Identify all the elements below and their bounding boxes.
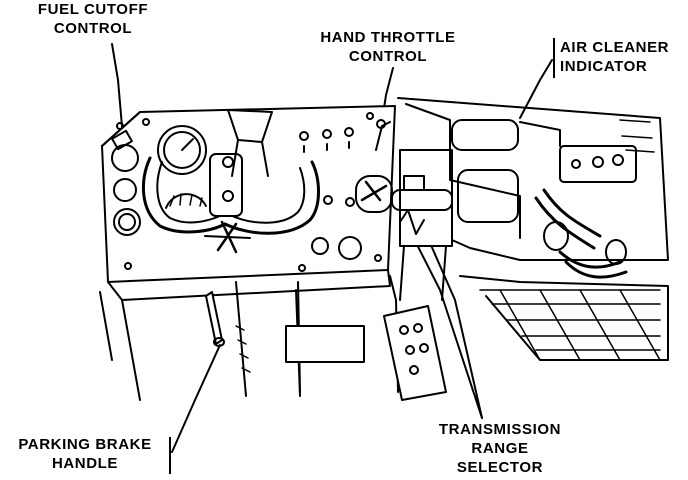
parking-brake-handle-label: PARKING BRAKE HANDLE bbox=[2, 435, 168, 473]
fuel-cutoff-label-line2: CONTROL bbox=[53, 20, 133, 37]
left-gauges bbox=[111, 129, 141, 236]
transmission-label-line1: TRANSMISSION bbox=[438, 421, 562, 438]
main-gauge bbox=[157, 125, 207, 209]
hoses bbox=[534, 188, 628, 279]
fuel-cutoff-control-label: FUEL CUTOFF CONTROL bbox=[4, 0, 182, 38]
transmission-label-line2: RANGE bbox=[471, 440, 529, 457]
parking-brake-label-line2: HANDLE bbox=[51, 455, 119, 472]
parking-brake-label-line1: PARKING BRAKE bbox=[18, 436, 152, 453]
hand-throttle-label-line1: HAND THROTTLE bbox=[320, 29, 456, 46]
air-cleaner-indicator-label: AIR CLEANER INDICATOR bbox=[560, 38, 685, 76]
air-cleaner-leader bbox=[519, 59, 553, 119]
floor-area bbox=[99, 275, 669, 401]
switch-cluster bbox=[299, 127, 393, 260]
air-cleaner-label-line1: AIR CLEANER bbox=[560, 39, 670, 56]
parking-brake-label-bar bbox=[169, 437, 171, 474]
steering-yoke bbox=[141, 153, 320, 254]
engine-compartment bbox=[397, 97, 669, 261]
hand-throttle-knob bbox=[375, 119, 391, 151]
hand-throttle-label-line2: CONTROL bbox=[348, 48, 428, 65]
fuel-cutoff-label-line1: FUEL CUTOFF bbox=[37, 1, 149, 18]
parking-brake-leader bbox=[171, 344, 221, 453]
transmission-label-line3: SELECTOR bbox=[456, 459, 544, 476]
transmission-range-selector-label: TRANSMISSION RANGE SELECTOR bbox=[420, 420, 580, 477]
steering-column bbox=[227, 109, 273, 177]
air-cleaner-label-line2: INDICATOR bbox=[560, 58, 648, 75]
parking-brake-handle bbox=[205, 291, 251, 373]
transmission-selector bbox=[391, 149, 453, 301]
air-cleaner-label-bar bbox=[553, 38, 555, 78]
hand-throttle-control-label: HAND THROTTLE CONTROL bbox=[303, 28, 473, 66]
accelerator-pedal bbox=[383, 305, 447, 401]
fuel-cutoff-leader bbox=[111, 43, 124, 139]
